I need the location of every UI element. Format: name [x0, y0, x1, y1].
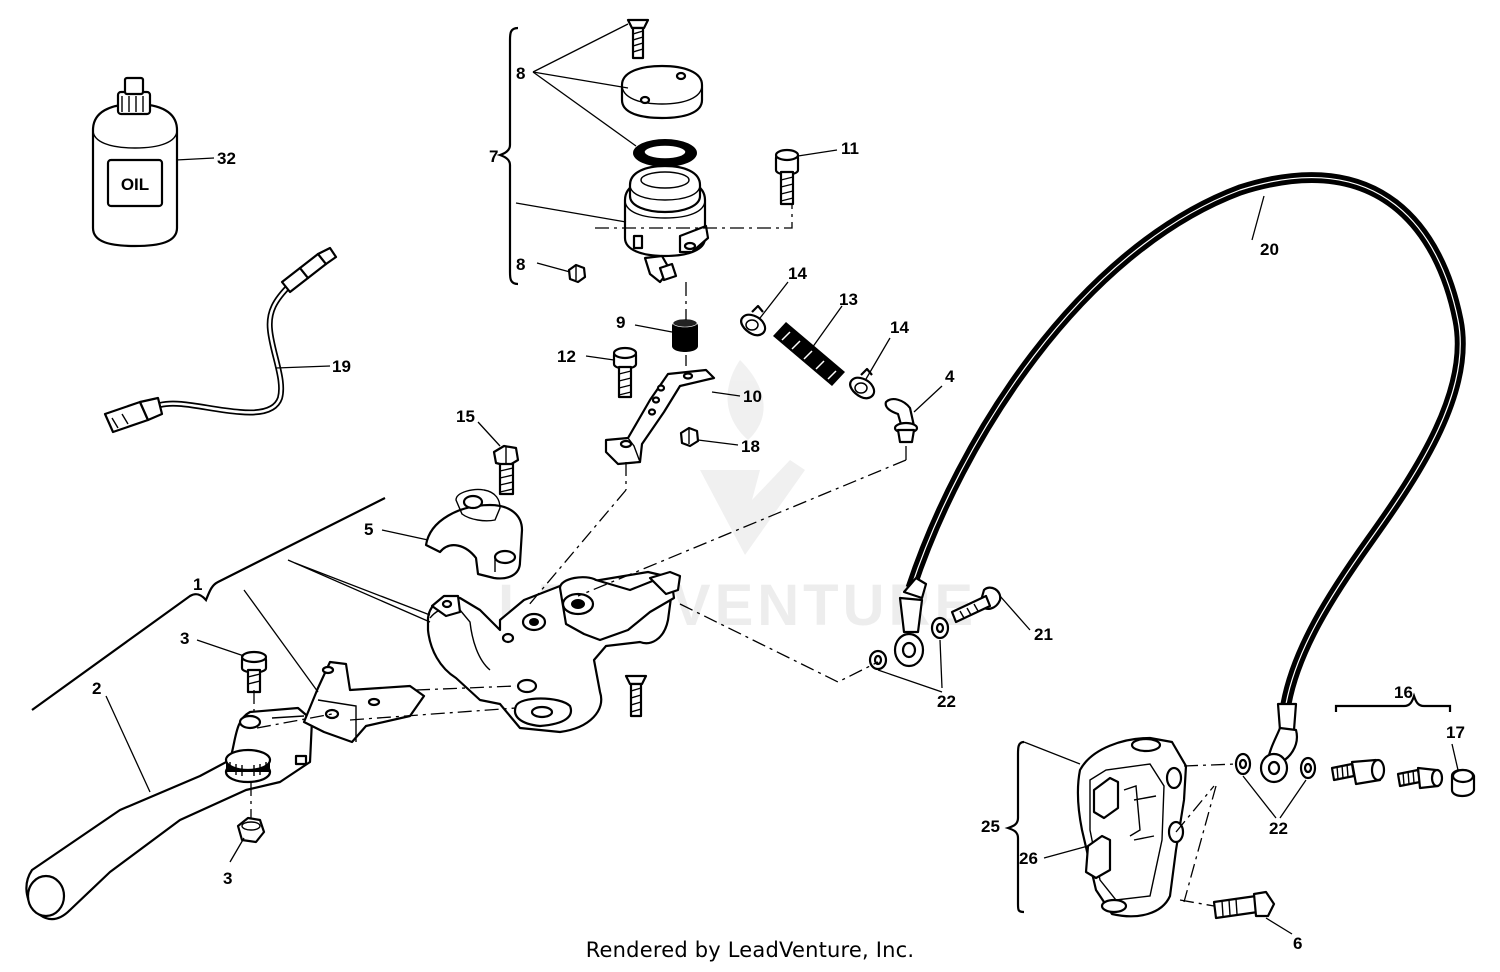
oil-bottle: OIL — [91, 76, 179, 248]
master-cylinder-housing — [424, 444, 682, 734]
assembly-lines — [250, 204, 1237, 907]
callout-19: 19 — [332, 357, 351, 376]
brace-25 — [1004, 740, 1025, 914]
callout-20: 20 — [1260, 240, 1279, 259]
bleeder-fittings — [1330, 758, 1476, 798]
callout-3-top: 3 — [180, 629, 189, 648]
callout-25: 25 — [981, 817, 1000, 836]
callout-10: 10 — [743, 387, 762, 406]
callout-22-bottom: 22 — [1269, 819, 1288, 838]
callout-26: 26 — [1019, 849, 1038, 868]
callout-2: 2 — [92, 679, 101, 698]
brace-16 — [1334, 692, 1452, 712]
reservoir-assembly — [567, 18, 800, 284]
callout-13: 13 — [839, 290, 858, 309]
callout-15: 15 — [456, 407, 475, 426]
callout-16: 16 — [1394, 683, 1413, 702]
callout-3-bottom: 3 — [223, 869, 232, 888]
callout-4: 4 — [945, 367, 955, 386]
stop-switch-harness — [103, 246, 338, 434]
brace-7 — [496, 26, 519, 286]
callout-22-top: 22 — [937, 692, 956, 711]
callout-11: 11 — [841, 139, 859, 158]
bottle-label: OIL — [121, 175, 149, 194]
callout-14-left: 14 — [788, 264, 807, 283]
callout-6: 6 — [1293, 934, 1302, 953]
callout-17: 17 — [1446, 723, 1465, 742]
callout-18: 18 — [741, 437, 760, 456]
callout-32: 32 — [217, 149, 236, 168]
callout-12: 12 — [557, 347, 576, 366]
callout-5: 5 — [364, 520, 373, 539]
callout-numbers: 32 19 8 7 8 11 14 13 14 4 9 12 10 18 15 … — [92, 64, 1465, 953]
callout-8-nut: 8 — [516, 255, 525, 274]
callout-7: 7 — [489, 147, 498, 166]
callout-9: 9 — [616, 313, 625, 332]
callout-8-top: 8 — [516, 64, 525, 83]
footer-credit: Rendered by LeadVenture, Inc. — [585, 938, 915, 962]
callout-21: 21 — [1034, 625, 1053, 644]
reservoir-hose-parts — [740, 304, 919, 444]
leader-lines — [105, 23, 1459, 935]
brake-caliper — [1076, 736, 1276, 920]
brake-lever — [25, 650, 426, 921]
brake-hose — [868, 172, 1466, 784]
brace-1 — [31, 497, 386, 711]
callout-1: 1 — [193, 575, 202, 594]
callout-14-right: 14 — [890, 318, 909, 337]
bracket-assembly — [604, 318, 716, 466]
